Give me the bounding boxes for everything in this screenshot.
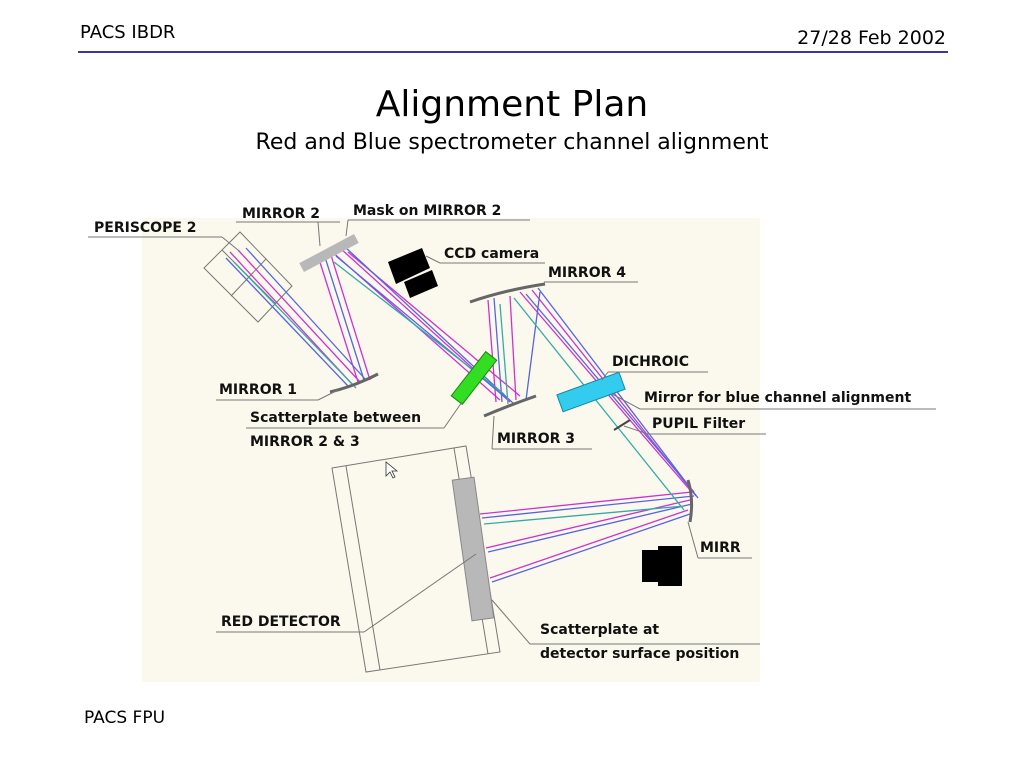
label-mirror-2: MIRROR 2 (242, 206, 320, 222)
diagram-labels: PERISCOPE 2 MIRROR 2 Mask on MIRROR 2 CC… (94, 203, 911, 662)
dichroic-blue-mirror (556, 371, 626, 413)
label-red-detector: RED DETECTOR (221, 614, 341, 630)
label-scatterplate-detector-line2: detector surface position (540, 646, 739, 662)
label-mirr: MIRR (700, 540, 741, 556)
label-periscope-2: PERISCOPE 2 (94, 220, 197, 236)
pupil-filter (613, 419, 631, 431)
alignment-camera-icon (642, 546, 682, 586)
label-scatterplate-between-line2: MIRROR 2 & 3 (250, 434, 360, 450)
label-pupil-filter: PUPIL Filter (652, 416, 745, 432)
footer-label: PACS FPU (84, 708, 166, 728)
mirror-4 (469, 282, 546, 304)
header-rule (78, 51, 948, 53)
mirror-3 (483, 394, 537, 418)
label-dichroic: DICHROIC (612, 354, 689, 370)
label-scatterplate-between-line1: Scatterplate between (250, 410, 421, 426)
label-mirror-1: MIRROR 1 (219, 382, 297, 398)
header-left: PACS IBDR (80, 22, 176, 43)
ccd-camera-icon (388, 248, 438, 298)
diagram-background (142, 218, 760, 682)
label-mask-on-mirror-2: Mask on MIRROR 2 (353, 203, 501, 219)
mirr-fold-mirror (686, 479, 694, 523)
label-mirror-4: MIRROR 4 (548, 265, 626, 281)
scatterplate-detector (451, 476, 495, 622)
page-title: Alignment Plan (375, 84, 649, 125)
header-date: 27/28 Feb 2002 (797, 27, 946, 49)
label-mirror-3: MIRROR 3 (497, 431, 575, 447)
page-subtitle: Red and Blue spectrometer channel alignm… (255, 130, 769, 155)
cursor-icon (385, 461, 399, 479)
leader-lines (88, 219, 936, 645)
mirror-1 (329, 372, 379, 394)
mirror-2 (299, 234, 359, 272)
label-blue-channel-mirror: Mirror for blue channel alignment (644, 390, 911, 406)
scatterplate-between-mirrors (450, 350, 498, 406)
label-ccd-camera: CCD camera (444, 246, 539, 262)
label-scatterplate-detector-line1: Scatterplate at (540, 622, 659, 638)
